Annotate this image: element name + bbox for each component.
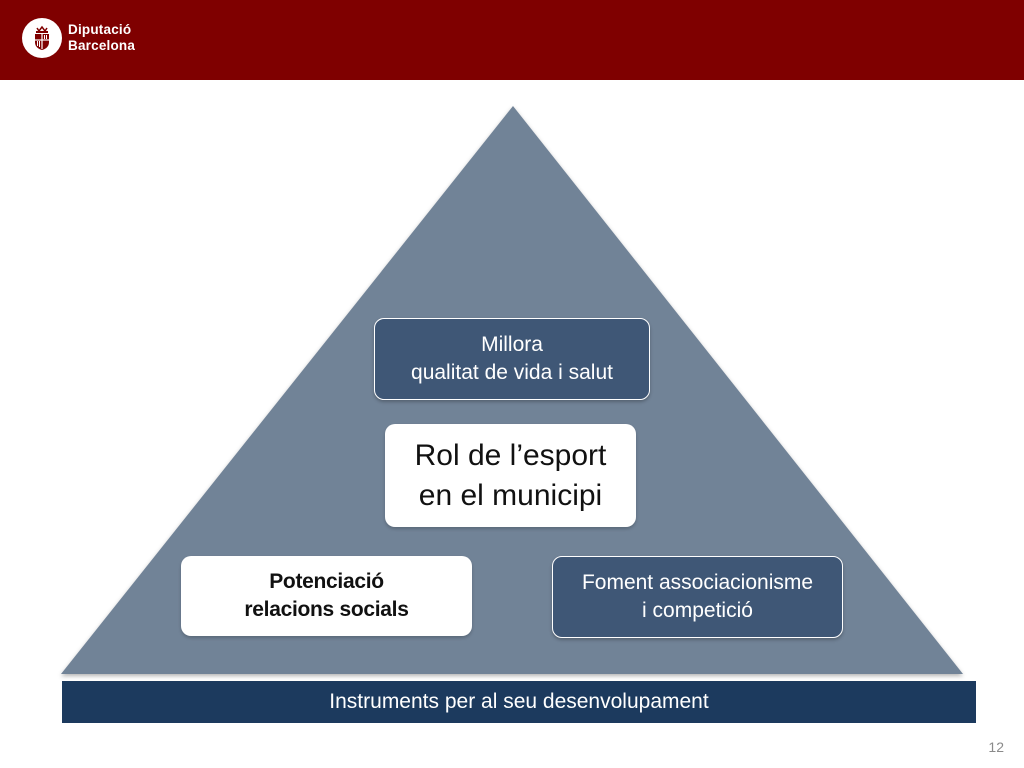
instruments-banner: Instruments per al seu desenvolupament [62,681,976,723]
social-relations-box: Potenciació relacions socials [181,556,472,636]
quality-of-life-line-1: Millora [481,333,543,356]
social-relations-line-2: relacions socials [244,598,409,621]
page-number: 12 [988,739,1004,755]
social-relations-line-1: Potenciació [269,570,384,593]
logo-line-1: Diputació [68,22,132,37]
logo-text: Diputació Barcelona [68,22,135,54]
associationism-line-2: i competició [642,599,753,622]
quality-of-life-line-2: qualitat de vida i salut [411,361,613,384]
sport-role-line-1: Rol de l’esport [414,438,607,472]
sport-role-line-2: en el municipi [418,478,603,512]
logo-line-2: Barcelona [68,38,136,53]
header-bar: Diputació Barcelona [0,0,1024,80]
quality-of-life-box: Millora qualitat de vida i salut [374,318,650,400]
diputacio-logo: Diputació Barcelona [22,18,135,58]
sport-role-box: Rol de l’esport en el municipi [385,424,636,527]
associationism-line-1: Foment associacionisme [581,571,814,594]
instruments-banner-text: Instruments per al seu desenvolupament [329,690,709,713]
coat-of-arms-icon [22,18,62,58]
associationism-box: Foment associacionisme i competició [552,556,843,638]
